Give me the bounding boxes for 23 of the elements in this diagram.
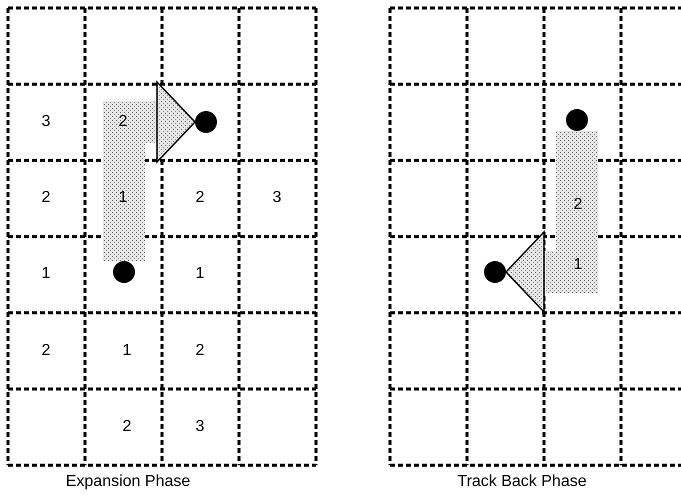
cell-number: 2 (196, 189, 204, 207)
dot (195, 111, 217, 133)
cell-number: 1 (42, 265, 50, 283)
cell-number: 2 (42, 189, 50, 207)
cell-number: 3 (272, 189, 282, 207)
cell-number: 2 (118, 113, 128, 131)
cell-number: 2 (122, 418, 132, 436)
cell-number: 1 (196, 265, 204, 283)
cell-number: 2 (574, 196, 582, 214)
cell-number: 2 (196, 342, 204, 360)
dot (484, 261, 506, 283)
cell-number: 2 (42, 342, 50, 360)
dot (113, 261, 135, 283)
block-arrow (505, 131, 598, 313)
cell-number: 3 (196, 418, 204, 436)
block-arrow (103, 81, 196, 261)
panel-caption: Expansion Phase (66, 473, 190, 491)
cell-number: 1 (118, 189, 128, 207)
dot (566, 109, 588, 131)
cell-number: 1 (122, 342, 132, 360)
cell-number: 3 (42, 113, 50, 131)
panel-caption: Track Back Phase (457, 473, 587, 491)
cell-number: 1 (574, 256, 582, 274)
